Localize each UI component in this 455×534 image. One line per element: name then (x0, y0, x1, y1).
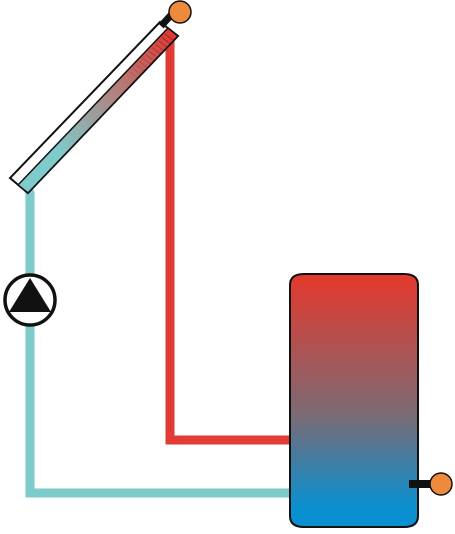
circulation-pump-icon (3, 273, 57, 327)
collector-absorber (16, 26, 180, 195)
collector-fin (132, 68, 142, 75)
hot-supply-pipe (165, 38, 290, 445)
collector-fin (145, 54, 155, 62)
pump-direction-icon (9, 278, 51, 312)
collector-fin (151, 47, 161, 55)
collector-fin (158, 40, 167, 48)
collector-fin (155, 43, 164, 51)
storage-tank-icon (289, 273, 419, 528)
tank-body (289, 273, 419, 528)
collector-fin (139, 61, 148, 69)
collector-fin (129, 71, 139, 79)
tank-temperature-sensor (409, 472, 453, 496)
solar-collector-icon (8, 20, 180, 195)
collector-fin (164, 33, 174, 41)
collector-fin (161, 37, 171, 44)
collector-fin (136, 64, 145, 72)
cold-return-pipe (21, 182, 290, 498)
collector-fins (129, 33, 174, 79)
temperature-sensor-icon (429, 472, 453, 496)
collector-temperature-sensor (158, 0, 192, 29)
collector-fin (142, 57, 152, 65)
collector-fin (148, 50, 158, 58)
temperature-sensor-icon (168, 0, 192, 24)
